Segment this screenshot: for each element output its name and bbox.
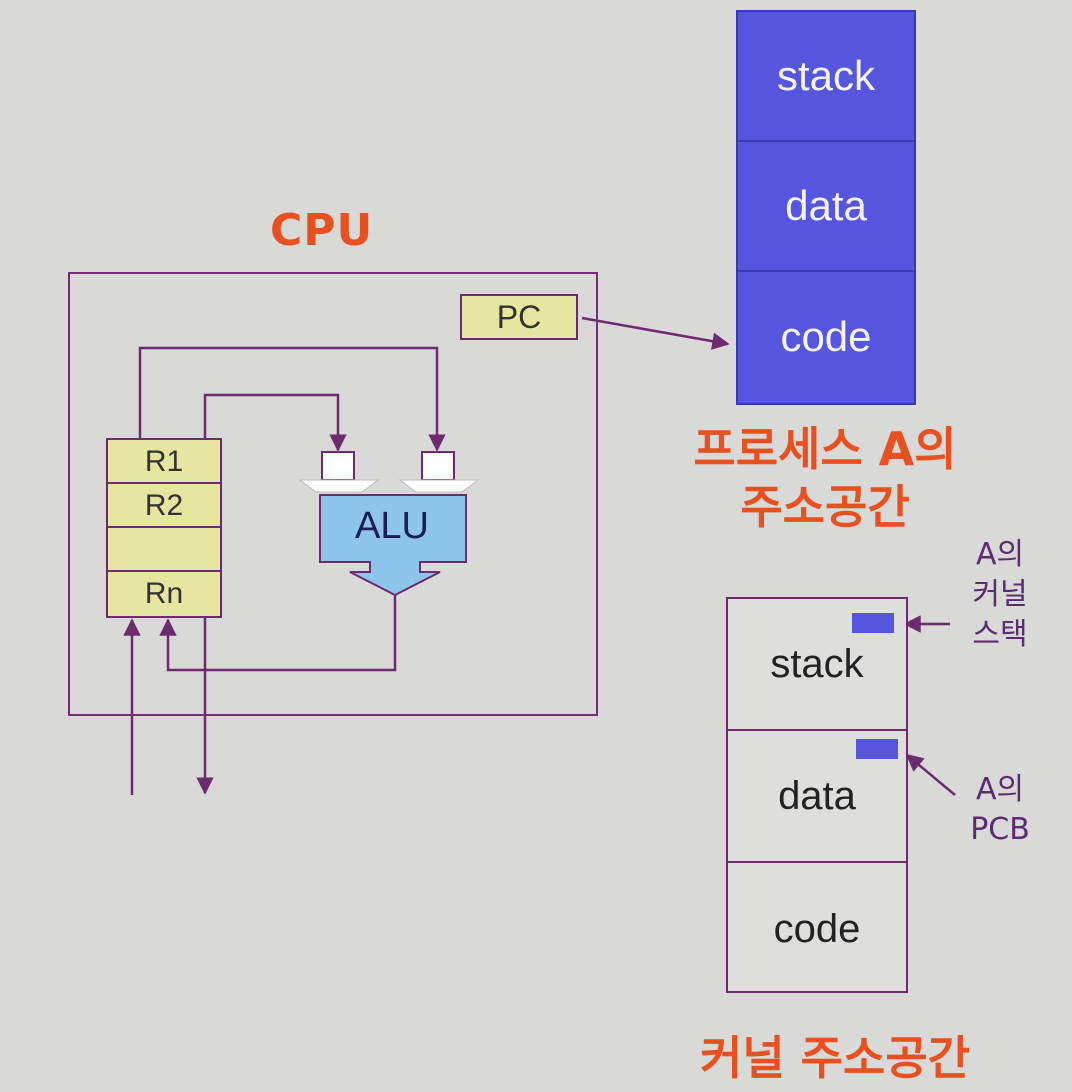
process-space-label-line1: 프로세스 A의 xyxy=(693,422,957,476)
pc-register: PC xyxy=(460,294,578,340)
kernel-address-space: stack data code xyxy=(726,597,908,993)
kernel-stack-label-line1: A의 xyxy=(975,537,1025,572)
kernel-code-text: code xyxy=(773,906,861,951)
pointer-pcb xyxy=(905,753,956,796)
kernel-stack-label: A의 커널 스택 xyxy=(955,535,1045,655)
process-address-space: stack data code xyxy=(736,10,916,405)
alu-body xyxy=(319,494,467,597)
process-stack-segment: stack xyxy=(738,12,914,142)
pcb-label-line2: PCB xyxy=(970,812,1030,847)
register-rn: Rn xyxy=(144,577,184,610)
alu-label: ALU xyxy=(355,505,429,547)
cpu-title: CPU xyxy=(270,205,374,256)
kernel-stack-block xyxy=(852,613,894,633)
wire-reg-to-alu-left xyxy=(203,393,347,452)
wire-reg-to-alu-right xyxy=(138,346,446,452)
kernel-stack-segment: stack xyxy=(728,599,906,731)
register-empty xyxy=(108,528,220,572)
wire-alu-to-reg xyxy=(159,595,397,672)
pcb-label: A의 PCB xyxy=(955,770,1045,850)
kernel-stack-text: stack xyxy=(770,641,864,686)
kernel-data-text: data xyxy=(778,773,856,818)
process-space-label-line2: 주소공간 xyxy=(740,480,910,534)
register-file: R1 R2 Rn xyxy=(106,438,222,618)
process-data-segment: data xyxy=(738,142,914,272)
pcb-block xyxy=(856,739,898,759)
wire-pc-to-code xyxy=(581,316,730,350)
kernel-stack-label-line3: 스택 xyxy=(972,617,1028,652)
kernel-data-segment: data xyxy=(728,731,906,863)
kernel-stack-label-line2: 커널 xyxy=(972,577,1028,612)
process-code-segment: code xyxy=(780,313,872,360)
process-space-label: 프로세스 A의 주소공간 xyxy=(675,420,975,536)
kernel-space-label: 커널 주소공간 xyxy=(700,1031,970,1085)
alu-port-funnel-right xyxy=(398,479,480,493)
register-r2: R2 xyxy=(108,484,220,528)
kernel-code-segment: code xyxy=(728,863,906,995)
pcb-label-line1: A의 xyxy=(975,772,1025,807)
alu-shape xyxy=(298,451,480,597)
alu-port-funnel-left xyxy=(298,479,380,493)
register-r1: R1 xyxy=(108,440,220,484)
cpu-box xyxy=(68,272,598,716)
